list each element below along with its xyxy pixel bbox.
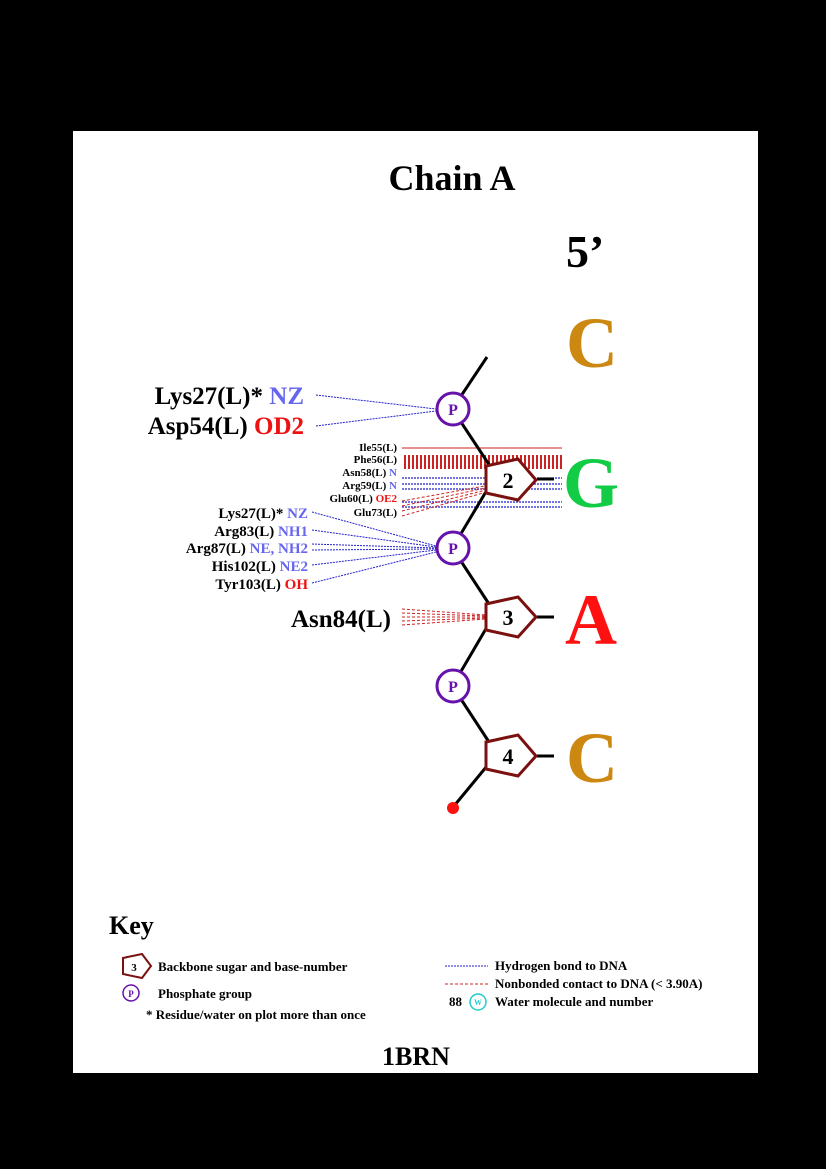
chain-title: Chain A bbox=[388, 158, 515, 198]
base-letter-a: A bbox=[565, 580, 617, 660]
key-water-number: 88 bbox=[449, 994, 463, 1009]
five-prime-label: 5’ bbox=[566, 226, 604, 277]
hbond-line bbox=[311, 543, 437, 549]
nonbonded-line bbox=[401, 617, 487, 622]
nonbonded-line bbox=[401, 608, 487, 616]
nonbonded-line bbox=[401, 486, 491, 507]
sugar-3: 3 bbox=[484, 595, 539, 639]
svg-text:4: 4 bbox=[503, 744, 514, 769]
key-nonbonded-label: Nonbonded contact to DNA (< 3.90A) bbox=[495, 976, 702, 991]
base-2-contacts bbox=[401, 447, 562, 517]
residue-label: Arg83(L) NH1 bbox=[214, 524, 308, 540]
hbond-line bbox=[315, 394, 437, 410]
hbond-line bbox=[315, 410, 437, 427]
phosphate-group: P bbox=[435, 391, 471, 427]
residue-label: His102(L) NE2 bbox=[212, 559, 308, 575]
three-prime-end-dot bbox=[447, 802, 459, 814]
hbond-line bbox=[311, 549, 437, 566]
nonbonded-line bbox=[401, 618, 487, 626]
svg-text:P: P bbox=[448, 679, 458, 696]
phosphate-key-icon bbox=[122, 984, 140, 1002]
svg-text:3: 3 bbox=[131, 962, 137, 974]
key-phosphate-label: Phosphate group bbox=[158, 986, 252, 1001]
hbond-line bbox=[311, 551, 437, 584]
svg-text:P: P bbox=[448, 402, 458, 419]
residue-label: Asn84(L) bbox=[291, 606, 391, 633]
key-water-label: Water molecule and number bbox=[495, 994, 654, 1009]
base-letter-c: C bbox=[566, 718, 618, 798]
nonbonded-line bbox=[401, 488, 491, 512]
residue-label: Arg59(L) N bbox=[342, 480, 397, 492]
residue-label: Lys27(L)* NZ bbox=[218, 506, 308, 522]
key-title: Key bbox=[109, 911, 154, 940]
svg-text:2: 2 bbox=[503, 468, 514, 493]
key-hbond-label: Hydrogen bond to DNA bbox=[495, 958, 628, 973]
plot-page bbox=[73, 131, 758, 1073]
phosphate-1-contacts bbox=[315, 394, 437, 427]
hbond-line bbox=[311, 548, 437, 551]
hbond-line bbox=[311, 511, 437, 547]
residue-label: Lys27(L)* NZ bbox=[155, 383, 304, 410]
sugar-2: 2 bbox=[484, 457, 538, 502]
svg-text:3: 3 bbox=[503, 605, 514, 630]
key-legend: Key 3 Backbone sugar and base-number P P… bbox=[109, 911, 702, 1022]
nonbonded-line bbox=[401, 612, 487, 617]
residue-label: Arg87(L) NE, NH2 bbox=[186, 541, 308, 557]
nonbonded-band bbox=[402, 455, 562, 469]
svg-text:W: W bbox=[474, 998, 482, 1007]
pdb-id: 1BRN bbox=[382, 1042, 450, 1071]
residue-label: Ile55(L) bbox=[359, 442, 397, 454]
water-icon bbox=[469, 993, 487, 1011]
nonbonded-line bbox=[401, 490, 491, 517]
key-sugar-label: Backbone sugar and base-number bbox=[158, 959, 348, 974]
residue-label: Asp54(L) OD2 bbox=[148, 413, 304, 440]
sugar-key-icon bbox=[122, 952, 153, 980]
residue-label: Glu60(L) OE2 bbox=[329, 493, 397, 505]
svg-text:P: P bbox=[128, 989, 134, 999]
base-letter-c: C bbox=[566, 303, 618, 383]
phosphate-2-contacts bbox=[311, 511, 437, 584]
sugar-4: 4 bbox=[484, 733, 538, 778]
key-repeat-note: * Residue/water on plot more than once bbox=[146, 1007, 366, 1022]
base-letter-g: G bbox=[563, 443, 619, 523]
phosphate-group: P bbox=[435, 668, 471, 704]
base-3-contacts bbox=[401, 608, 487, 626]
phosphate-group: P bbox=[435, 530, 471, 566]
residue-label: Glu73(L) bbox=[354, 507, 398, 519]
residue-label: Asn58(L) N bbox=[342, 467, 397, 479]
svg-text:P: P bbox=[448, 541, 458, 558]
nonbonded-line bbox=[401, 484, 491, 502]
residue-label: Tyr103(L) OH bbox=[215, 577, 308, 593]
residue-label: Phe56(L) bbox=[354, 454, 398, 466]
